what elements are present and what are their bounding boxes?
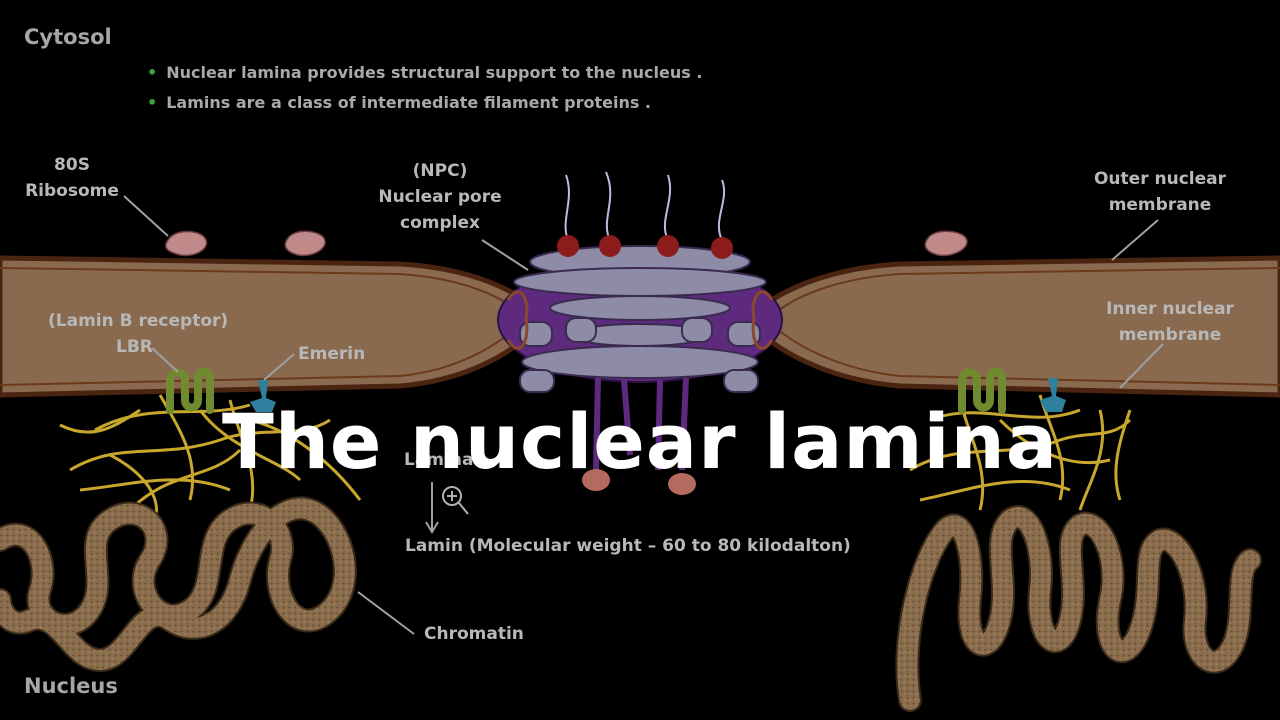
chromatin-left [0, 496, 357, 672]
ribosome [284, 230, 326, 257]
outer-membrane-label: Outer nuclear membrane [1090, 166, 1230, 218]
outer-membrane-label-line2: membrane [1108, 195, 1212, 215]
leader-lines [123, 195, 1164, 635]
bullet-text: Nuclear lamina provides structural suppo… [166, 63, 703, 82]
bullet-list: • Nuclear lamina provides structural supp… [147, 58, 702, 118]
ribosome-label-line2: Ribosome [25, 181, 119, 201]
nucleus-label: Nucleus [24, 674, 118, 698]
cytosol-label: Cytosol [24, 25, 112, 49]
npc-label-line1: (NPC) [412, 161, 468, 181]
bullet-item: • Lamins are a class of intermediate fila… [147, 88, 702, 118]
outer-membrane-label-line1: Outer nuclear [1093, 169, 1226, 189]
ribosome [924, 230, 968, 257]
zoom-in-icon[interactable] [442, 486, 469, 515]
emerin [1040, 378, 1066, 412]
chromatin-right [895, 505, 1262, 712]
bullet-text: Lamins are a class of intermediate filam… [166, 93, 651, 112]
chromatin-label: Chromatin [424, 624, 524, 644]
npc-label-line2: Nuclear pore [378, 187, 502, 207]
npc-label-line3: complex [400, 213, 480, 233]
ribosome [164, 230, 208, 257]
lamina-label: Lamina [404, 450, 474, 470]
inner-membrane-label-line2: membrane [1118, 325, 1222, 345]
lbr-full-label: (Lamin B receptor) [48, 311, 229, 331]
lamin-label: Lamin (Molecular weight – 60 to 80 kilod… [405, 536, 851, 556]
inner-membrane-label-line1: Inner nuclear [1106, 299, 1234, 319]
nuclear-pore-complex [497, 171, 783, 495]
inner-membrane-label: Inner nuclear membrane [1100, 296, 1240, 348]
emerin-label: Emerin [298, 344, 366, 364]
ribosome-label-line1: 80S [54, 155, 90, 175]
lbr-label: LBR [116, 337, 153, 357]
emerin [250, 380, 276, 412]
npc-label: (NPC) Nuclear pore complex [370, 158, 510, 236]
bullet-item: • Nuclear lamina provides structural supp… [147, 58, 702, 88]
bullet-dot: • [147, 63, 158, 82]
overlay-title: The nuclear lamina [221, 397, 1058, 486]
ribosome-label: 80S Ribosome [22, 152, 122, 204]
lamin-b-receptor [958, 368, 1006, 414]
bullet-dot: • [147, 93, 158, 112]
lamin-b-receptor [166, 368, 214, 414]
